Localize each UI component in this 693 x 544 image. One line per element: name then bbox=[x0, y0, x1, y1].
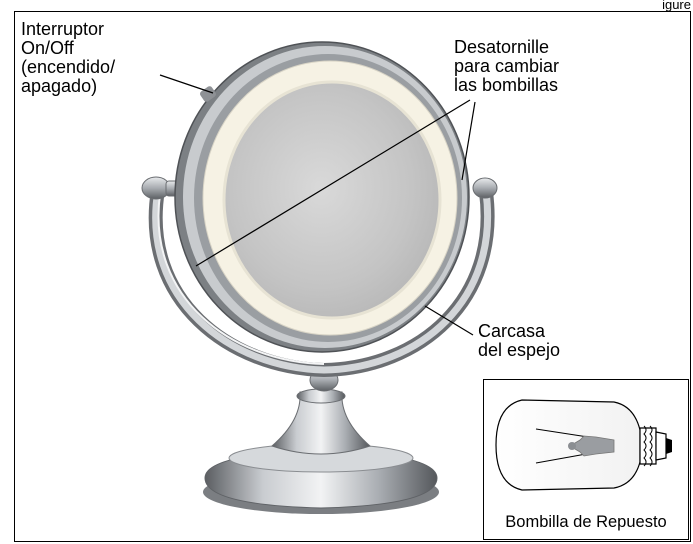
leader-housing bbox=[424, 305, 474, 336]
bulb-screw-base bbox=[639, 425, 672, 467]
bulbs-label: Desatornille para cambiar las bombillas bbox=[454, 37, 560, 95]
bulb-glass bbox=[495, 399, 641, 491]
bulb-illustration bbox=[495, 399, 672, 491]
leader-switch bbox=[159, 74, 214, 94]
housing-label: Carcasa del espejo bbox=[478, 321, 561, 360]
figure-corner-text: igure bbox=[662, 0, 691, 12]
replacement-bulb-inset: Bombilla de Repuesto bbox=[483, 379, 689, 540]
switch-label: Interruptor On/Off (encendido/ apagado) bbox=[21, 19, 116, 96]
bulb-filament-support bbox=[569, 435, 615, 457]
pivot-right bbox=[472, 177, 498, 199]
mirror-glass bbox=[224, 82, 440, 318]
replacement-bulb-caption: Bombilla de Repuesto bbox=[505, 513, 667, 531]
base-stem bbox=[271, 391, 371, 455]
leader-bulbs-2 bbox=[461, 101, 476, 181]
leader-bulbs-1 bbox=[195, 99, 471, 267]
